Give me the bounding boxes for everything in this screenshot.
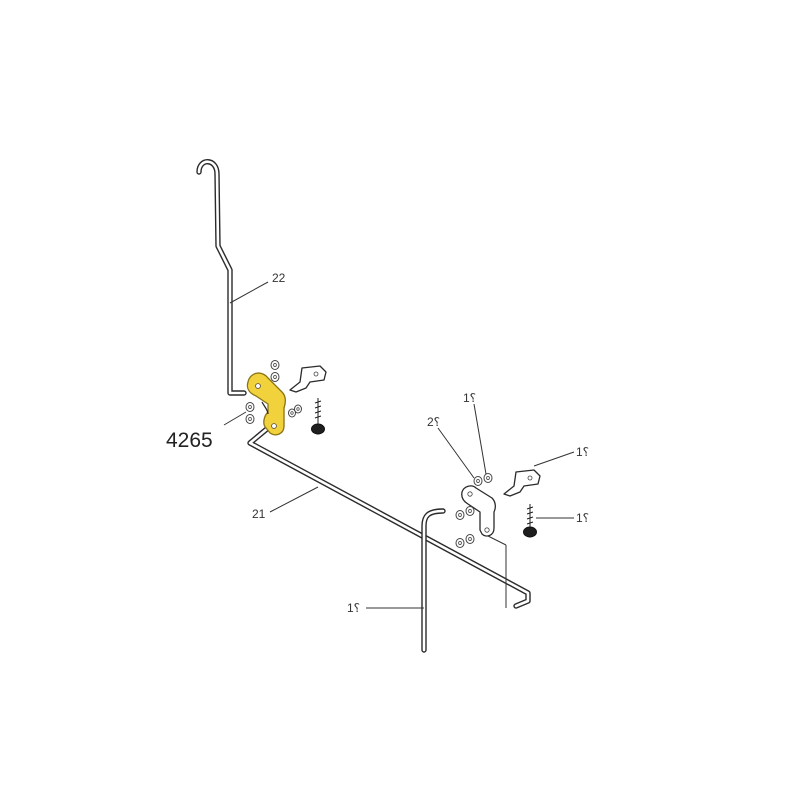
rod-vertical — [421, 508, 446, 653]
label-washer-1: 1⸮ — [463, 391, 476, 405]
alignment-lines — [487, 535, 507, 608]
bracket-left — [289, 365, 327, 393]
washers-right — [455, 473, 493, 548]
bracket-right — [503, 469, 541, 497]
label-screw-1: 1⸮ — [576, 511, 589, 525]
rod-22 — [196, 159, 247, 396]
lever-part-4265 — [246, 372, 286, 436]
leader-lines — [223, 281, 575, 609]
washers-left — [245, 360, 302, 424]
rod-21 — [247, 425, 531, 609]
label-rod-21: 21 — [252, 507, 266, 521]
label-bracket-1: 1⸮ — [576, 445, 589, 459]
screw-right — [523, 504, 537, 538]
label-rod-22: 22 — [272, 271, 286, 285]
screw-left — [311, 398, 325, 435]
label-rod-vertical: 1⸮ — [347, 601, 360, 615]
lever-right — [461, 485, 496, 537]
label-part-number: 4265 — [166, 429, 213, 452]
label-washer-2: 2⸮ — [427, 415, 440, 429]
